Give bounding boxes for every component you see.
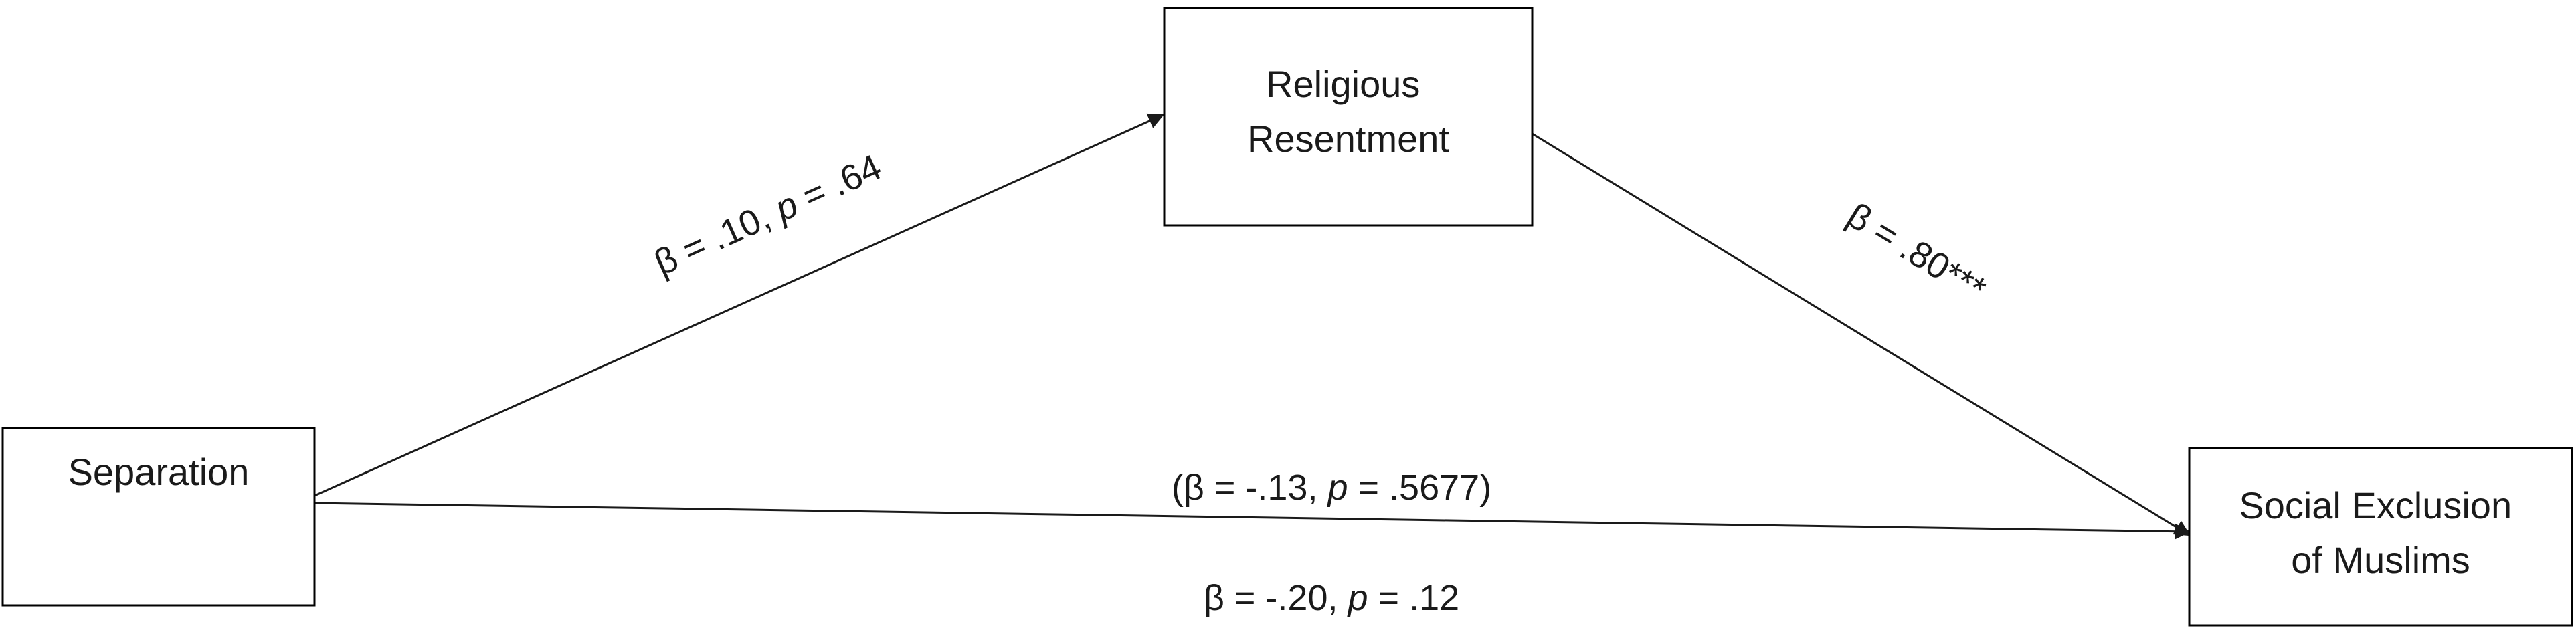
separation-label: Separation: [68, 451, 250, 493]
arrow-separation-to-resentment: [312, 113, 1165, 498]
svg-text:Religious Resentment: Religious Resentment: [1247, 63, 1449, 160]
resentment-node: Religious Resentment: [1163, 7, 1534, 227]
arrow-resentment-to-exclusion: [1532, 132, 2191, 536]
svg-text:Separation: Separation: [68, 451, 250, 493]
total-path-label: β = -.20, p = .12: [1204, 578, 1459, 618]
svg-text:Social Exclusion of Musl: Social Exclusion of Muslims: [2239, 484, 2522, 581]
arrow-separation-to-exclusion: [312, 502, 2191, 540]
a-path-label: β = .10, p = .64: [648, 147, 887, 284]
exclusion-node: Social Exclusion of Muslims: [2188, 447, 2573, 627]
exclusion-label-line2: of Muslims: [2291, 539, 2470, 581]
resentment-label-line2: Resentment: [1247, 118, 1449, 160]
direct-path-label: (β = -.13, p = .5677): [1172, 467, 1491, 508]
exclusion-label-line1: Social Exclusion: [2239, 484, 2512, 526]
separation-node: Separation: [1, 427, 316, 607]
b-path-label: β = .80***: [1840, 195, 1993, 310]
resentment-label-line1: Religious: [1266, 63, 1420, 105]
